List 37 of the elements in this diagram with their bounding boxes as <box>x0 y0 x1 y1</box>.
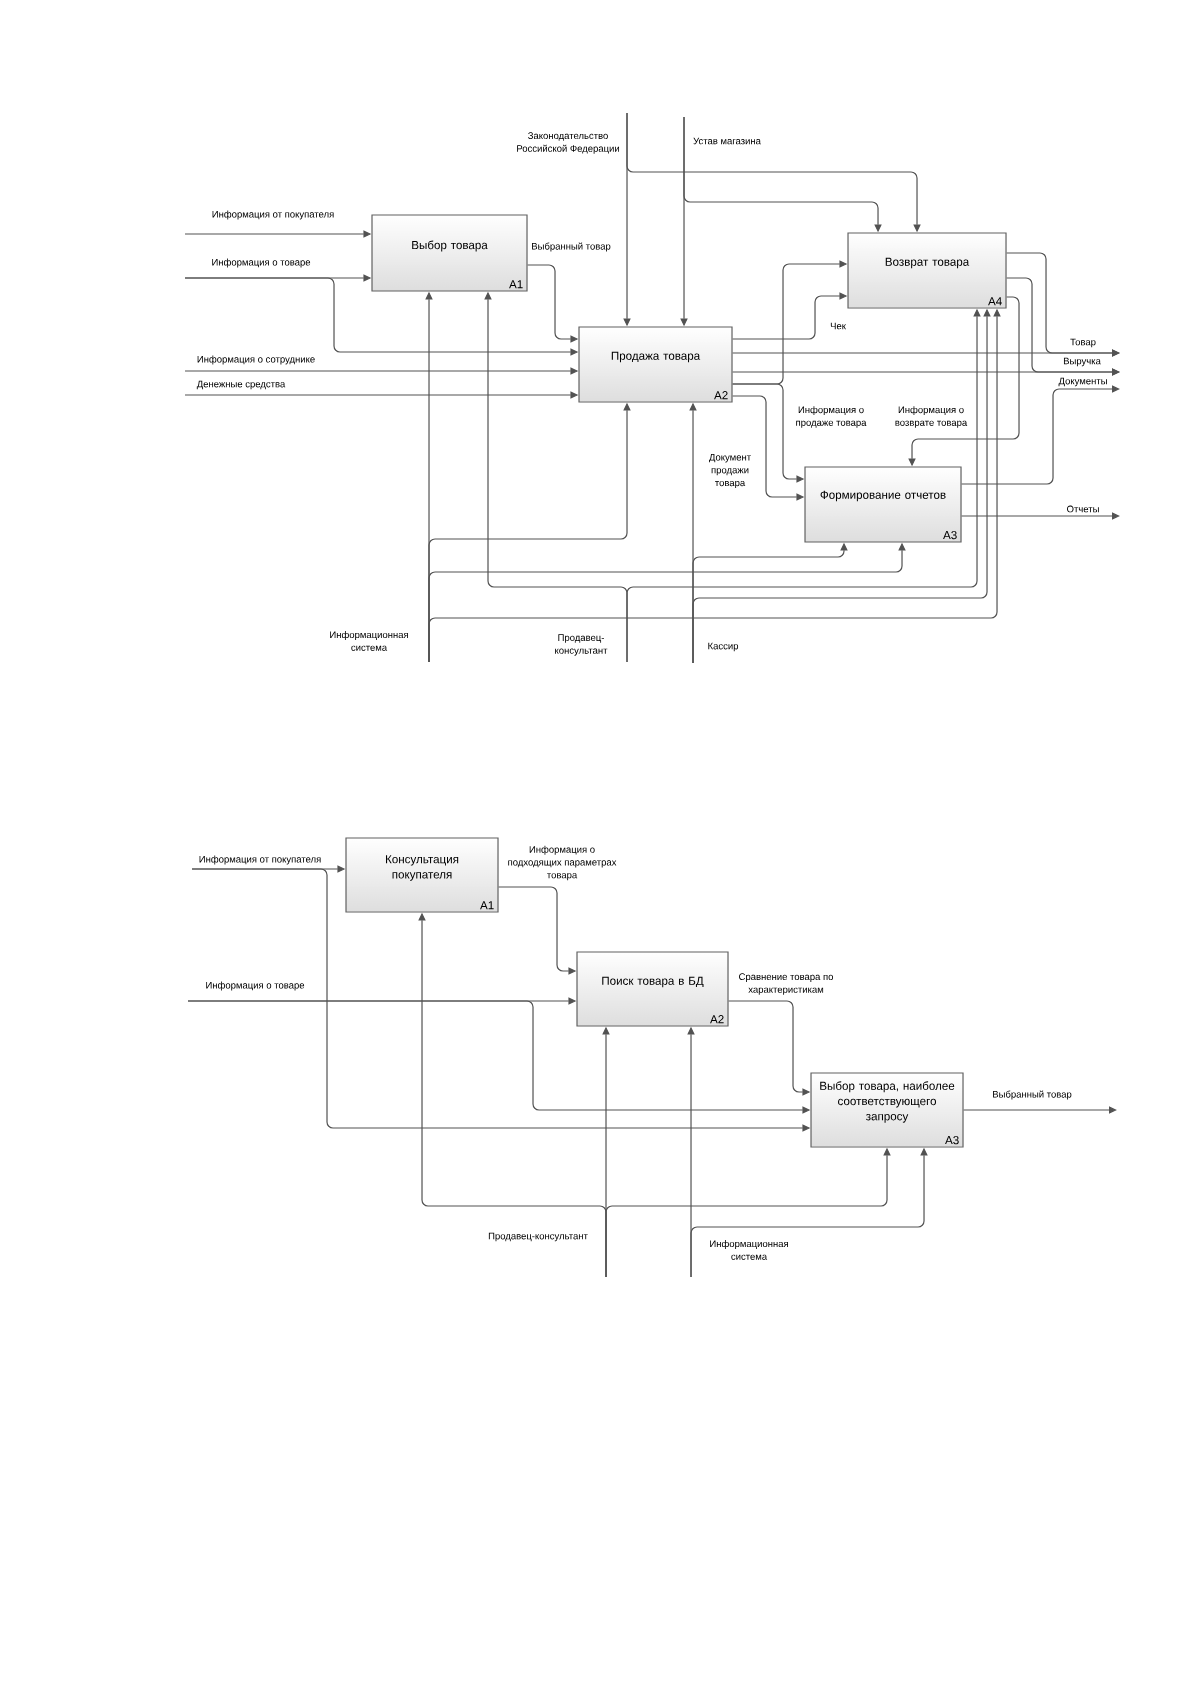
arrow-label: Документы <box>1058 377 1107 387</box>
arrow-label: Информация о продаже товара <box>796 406 867 428</box>
arrow-label: Информация о товаре <box>212 258 311 268</box>
arrow-label: Выручка <box>1063 357 1101 367</box>
arrow-label: Продавец-консультант <box>488 1232 588 1242</box>
box-number: A2 <box>714 391 728 400</box>
box-number: A1 <box>509 280 523 289</box>
arrow-label: Выбранный товар <box>532 242 611 252</box>
arrow-label: Выбранный товар <box>993 1090 1072 1100</box>
arrow-label: Денежные средства <box>196 380 286 390</box>
box-number: A4 <box>988 297 1002 306</box>
arrow-label: Товар <box>1070 338 1096 348</box>
arrow-label: Чек <box>830 322 846 330</box>
arrow-label: Информационная система <box>330 631 408 651</box>
arrow <box>1006 252 1120 357</box>
box-number: A3 <box>943 531 957 540</box>
box-number: A3 <box>945 1136 959 1145</box>
arrow-label: Информация от покупателя <box>199 855 321 865</box>
arrow-label: Законодательство Российской Федерации <box>517 132 619 154</box>
arrow-label: Отчеты <box>1067 505 1099 513</box>
arrow-label: Информация о товаре <box>206 981 305 991</box>
arrow <box>963 1106 1117 1114</box>
box-number: A2 <box>710 1015 724 1024</box>
arrow-label: Информация от покупателя <box>212 210 334 220</box>
arrow-label: Продавец-консультант <box>555 634 608 656</box>
arrow-label: Информация о возврате товара <box>895 406 968 428</box>
arrow <box>961 512 1120 520</box>
box-number: A1 <box>480 901 494 910</box>
arrow-label: Документ продажи товара <box>709 453 751 489</box>
arrow-label: Информация о сотруднике <box>197 355 315 365</box>
arrow-label: Устав магазина <box>693 137 761 145</box>
arrow-label: Сравнение товара по характеристикам <box>739 973 834 995</box>
arrow <box>1006 277 1120 376</box>
arrow-label: Кассир <box>708 642 739 652</box>
arrow-label: Информационная система <box>710 1240 788 1260</box>
arrow-label: Информация о подходящих параметрах товара <box>508 845 617 881</box>
arrow <box>961 385 1120 485</box>
